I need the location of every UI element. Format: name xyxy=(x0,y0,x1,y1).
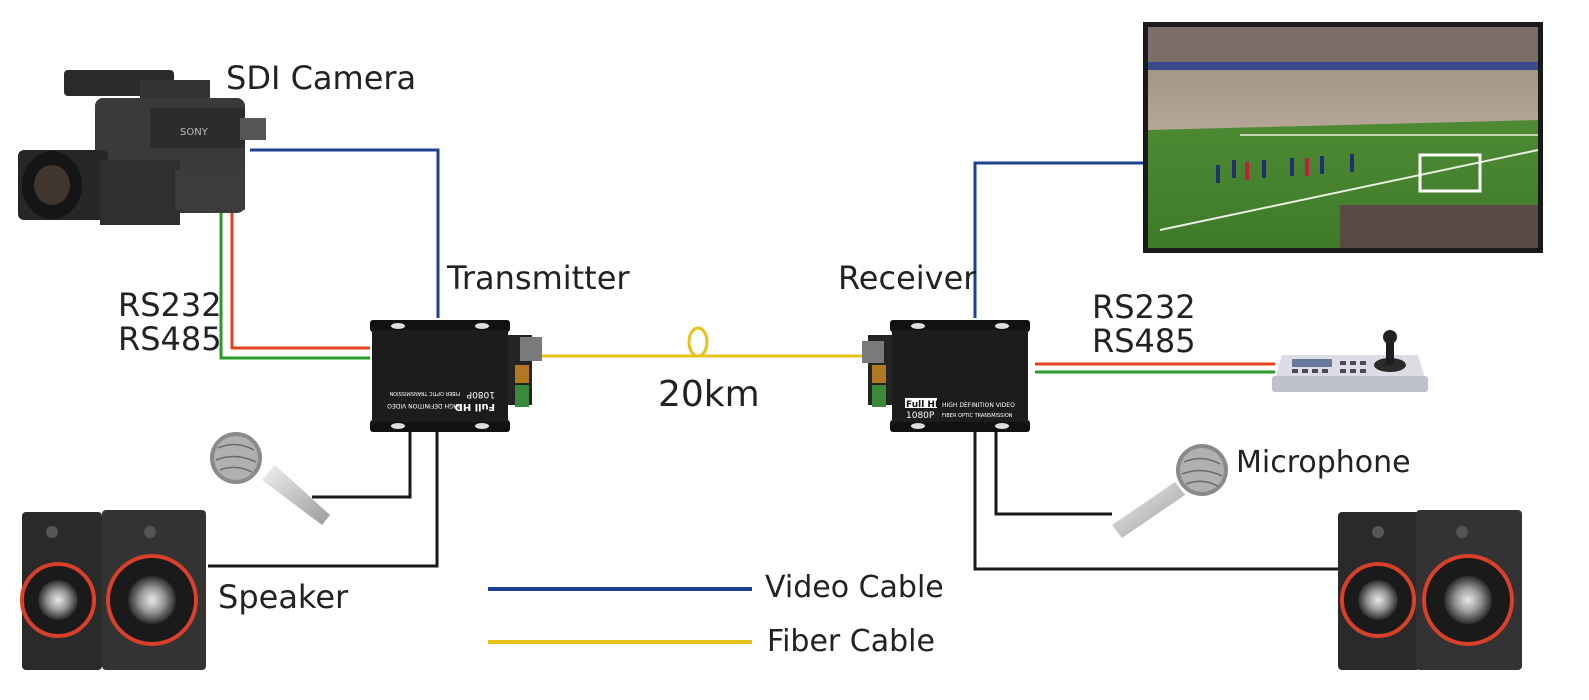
svg-text:SONY: SONY xyxy=(180,127,209,138)
serial-right-rs232: RS232 xyxy=(1092,288,1196,326)
video-cable-camera-transmitter xyxy=(250,148,440,318)
audio-cable-mic-right xyxy=(994,432,1112,516)
serial-right-rs485: RS485 xyxy=(1092,322,1196,360)
svg-text:Full HD: Full HD xyxy=(906,400,942,410)
speakers-left-image xyxy=(20,510,206,670)
receiver-device: Full HD 1080P HIGH DEFINITION VIDEO FIBE… xyxy=(862,320,1030,432)
ptz-keyboard-controller xyxy=(1272,330,1428,392)
audio-cable-speaker-left xyxy=(208,432,439,568)
sdi-camera-image: SONY xyxy=(18,70,266,225)
svg-text:Full HD: Full HD xyxy=(455,401,495,412)
serial-left-label: RS232 RS485 xyxy=(118,288,222,356)
speakers-right-image xyxy=(1338,510,1522,670)
receiver-label: Receiver xyxy=(838,259,977,297)
svg-text:FIBER OPTIC TRANSMISSION: FIBER OPTIC TRANSMISSION xyxy=(389,390,460,396)
svg-text:HIGH DEFINITION VIDEO: HIGH DEFINITION VIDEO xyxy=(387,402,460,409)
speaker-label: Speaker xyxy=(218,578,349,616)
legend-fiber-label: Fiber Cable xyxy=(767,624,935,659)
audio-cable-mic-left xyxy=(312,432,412,499)
audio-cable-speaker-right xyxy=(973,432,1338,571)
rs232-cable-left xyxy=(230,190,370,350)
serial-left-rs232: RS232 xyxy=(118,286,222,324)
legend-video-label: Video Cable xyxy=(765,570,944,605)
video-cable-receiver-monitor xyxy=(973,161,1143,318)
svg-text:FIBER OPTIC TRANSMISSION: FIBER OPTIC TRANSMISSION xyxy=(942,413,1013,419)
microphone-left-image xyxy=(210,432,330,525)
serial-left-rs485: RS485 xyxy=(118,320,222,358)
monitor-image xyxy=(1143,22,1543,253)
svg-text:1080P: 1080P xyxy=(466,389,495,399)
svg-text:HIGH DEFINITION VIDEO: HIGH DEFINITION VIDEO xyxy=(942,402,1015,409)
serial-right-label: RS232 RS485 xyxy=(1092,290,1196,358)
microphone-right-image xyxy=(1112,444,1228,538)
rs485-cable-left xyxy=(219,190,370,360)
transmitter-label: Transmitter xyxy=(447,259,630,297)
microphone-label: Microphone xyxy=(1236,445,1411,480)
svg-text:1080P: 1080P xyxy=(906,411,935,421)
distance-label: 20km xyxy=(658,374,760,415)
sdi-camera-label: SDI Camera xyxy=(226,59,417,97)
fiber-coil xyxy=(687,326,709,358)
transmitter-device: Full HD 1080P HIGH DEFINITION VIDEO FIBE… xyxy=(370,320,542,432)
